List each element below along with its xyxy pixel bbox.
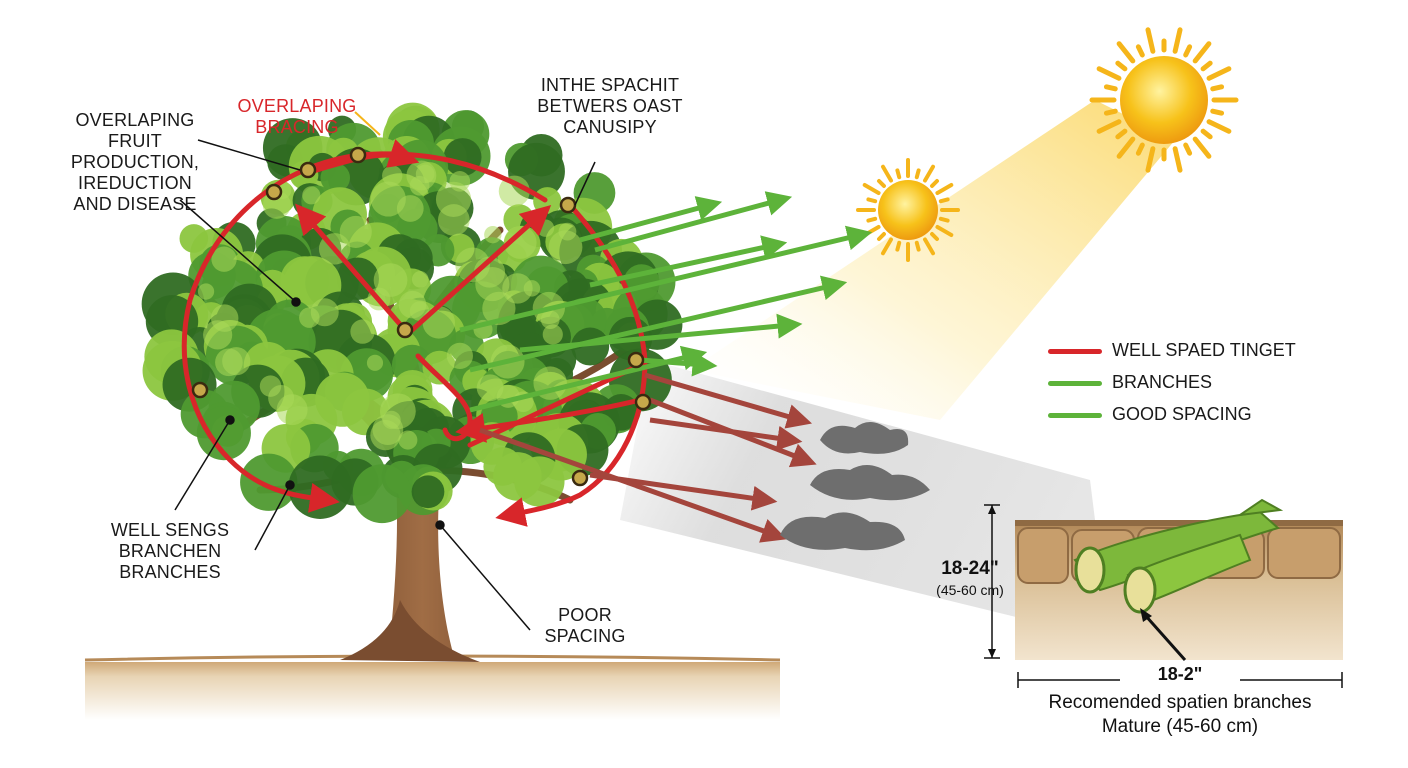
legend-swatch-red: [1048, 349, 1102, 354]
inset-caption-line1: Recomended spatien branches: [1048, 692, 1312, 713]
legend: WELL SPAED TINGET BRANCHES GOOD SPACING: [1048, 338, 1348, 434]
label-well-sengs: WELL SENGS BRANCHEN BRANCHES: [110, 520, 230, 582]
good-spacing-arrows: [459, 191, 873, 413]
leader-lines: [174, 111, 596, 631]
legend-item: WELL SPAED TINGET: [1048, 338, 1348, 370]
label-poor-spacing: POOR SPACING: [544, 605, 626, 646]
inset-caption-line2: Mature (45-60 cm): [1101, 716, 1259, 737]
legend-swatch-green: [1048, 381, 1102, 386]
sunlight-beam: [690, 100, 1175, 420]
pruning-cut-inset: [984, 498, 1343, 688]
legend-item: GOOD SPACING: [1048, 402, 1348, 434]
label-inthe-spachit: INTHE SPACHIT BETWERS OAST CANUSIPY: [537, 75, 683, 137]
label-overlapping-bracing: OVERLAPING BRACING: [237, 96, 357, 137]
canopy-outline-arrows: [181, 139, 648, 527]
label-overlapping-fruit: OVERLAPING FRUIT PRODUCTION, IREDUCTION …: [70, 110, 200, 214]
ground: [85, 662, 780, 720]
branch-nodes: [191, 146, 652, 487]
sun-small-icon: [856, 158, 960, 262]
legend-label: BRANCHES: [1112, 372, 1213, 392]
legend-label: GOOD SPACING: [1112, 404, 1252, 424]
legend-swatch-green: [1048, 413, 1102, 418]
shade-beam: [620, 360, 1110, 640]
poor-spacing-arrows: [479, 372, 817, 543]
legend-label: WELL SPAED TINGET: [1112, 340, 1296, 360]
tree-canopy: [141, 102, 683, 524]
legend-item: BRANCHES: [1048, 370, 1348, 402]
sun-large-icon: [1089, 27, 1239, 173]
vertical-dimension: 18-24": [941, 558, 999, 579]
vertical-dimension-metric: (45-60 cm): [936, 582, 1004, 598]
disease-smoke: [780, 421, 930, 551]
horizontal-dimension: 18-2": [1120, 664, 1240, 685]
